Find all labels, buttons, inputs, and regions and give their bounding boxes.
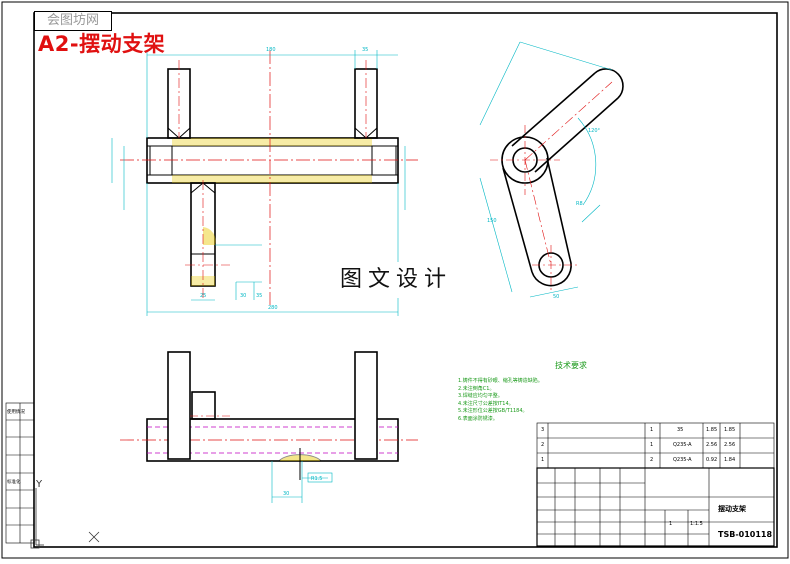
bom-weight: 2.56 bbox=[706, 442, 718, 448]
dim-arm-length: 150 bbox=[487, 218, 497, 224]
part-name: 摆动支架 bbox=[718, 505, 746, 513]
front-view: 180 35 280 25 30 35 bbox=[111, 47, 418, 316]
bom-qty: 1 bbox=[650, 427, 654, 433]
bom-qty: 1 bbox=[650, 442, 654, 448]
dim-bottom-right: 35 bbox=[256, 293, 262, 299]
bom-weight: 1.85 bbox=[706, 427, 718, 433]
tech-req-line: 2.未注倒角C1。 bbox=[458, 385, 495, 392]
bom-index: 3 bbox=[541, 427, 545, 433]
dim-bottom-mid: 30 bbox=[240, 293, 246, 299]
tech-req-line: 5.未注形位公差按GB/T1184。 bbox=[458, 408, 528, 414]
bom-total: 1.84 bbox=[724, 457, 736, 463]
bom-table bbox=[536, 422, 775, 469]
top-view: 30 R1.5 bbox=[120, 351, 418, 503]
watermark-top: 会图坊网 bbox=[34, 11, 112, 31]
bom-total: 1.85 bbox=[724, 427, 736, 433]
stamp-label: 使用情况 bbox=[7, 410, 25, 415]
tech-req-line: 3.焊缝应均匀平整。 bbox=[458, 393, 503, 399]
dim-bottom-small: 25 bbox=[200, 293, 206, 299]
dim-top-width: 180 bbox=[266, 47, 276, 53]
bom-index: 2 bbox=[541, 442, 545, 448]
bom-qty: 2 bbox=[650, 457, 654, 463]
bom-material: Q235-A bbox=[673, 457, 692, 463]
watermark-center: 图文设计 bbox=[322, 262, 470, 298]
title-block-qty: 1 bbox=[669, 521, 673, 527]
bom-material: Q235-A bbox=[673, 442, 692, 448]
tech-req-line: 1.铸件不得有砂眼、缩孔等铸造缺陷。 bbox=[458, 378, 543, 384]
dim-overall-width: 280 bbox=[268, 305, 278, 311]
dim-section-label: R1.5 bbox=[311, 476, 322, 482]
inner-border bbox=[33, 12, 778, 548]
tech-req-list: 1.铸件不得有砂眼、缩孔等铸造缺陷。 2.未注倒角C1。 3.焊缝应均匀平整。 … bbox=[458, 378, 543, 423]
bom-index: 1 bbox=[541, 457, 545, 463]
dim-small-gap: 50 bbox=[553, 294, 559, 300]
left-stamp-table bbox=[5, 402, 35, 544]
dim-angle: 120° bbox=[588, 128, 601, 134]
tech-req-heading: 技术要求 bbox=[555, 361, 587, 370]
bom-weight: 0.92 bbox=[706, 457, 718, 463]
bom-material: 35 bbox=[677, 427, 684, 433]
title-block bbox=[536, 467, 775, 547]
dim-section-width: 30 bbox=[283, 491, 289, 497]
tech-req-line: 6.表面涂防锈漆。 bbox=[458, 415, 498, 422]
dim-top-right: 35 bbox=[362, 47, 368, 53]
tech-req-line: 4.未注尺寸公差按IT14。 bbox=[458, 400, 514, 407]
dim-radius: R8 bbox=[576, 201, 583, 207]
ucs-icon bbox=[30, 488, 100, 549]
side-view: 120° 150 R8 50 bbox=[479, 41, 624, 300]
y-axis-marker: Y bbox=[35, 479, 43, 490]
drawing-title: A2-摆动支架 bbox=[38, 32, 166, 56]
bom-total: 2.56 bbox=[724, 442, 736, 448]
title-block-scale: 1:1.5 bbox=[690, 521, 703, 527]
drawing-number: TSB-010118 bbox=[718, 530, 773, 539]
stamp-label: 标准化 bbox=[7, 480, 21, 485]
